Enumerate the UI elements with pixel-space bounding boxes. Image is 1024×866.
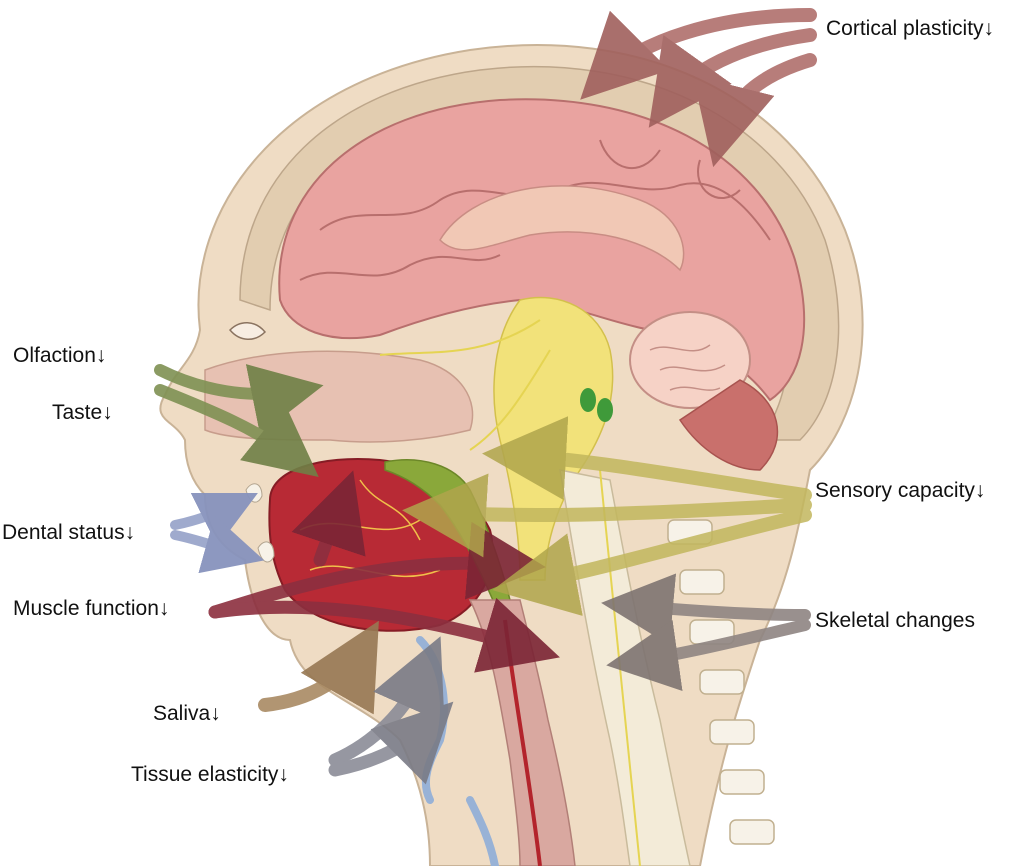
tissue-elasticity-arrows bbox=[328, 636, 454, 785]
corpus-callosum bbox=[439, 185, 685, 272]
saliva-arrow bbox=[258, 620, 379, 715]
label-taste: Taste↓ bbox=[52, 401, 113, 424]
label-cortical-plasticity: Cortical plasticity↓ bbox=[826, 17, 995, 40]
label-olfaction: Olfaction↓ bbox=[13, 344, 107, 367]
label-skeletal-changes: Skeletal changes bbox=[815, 609, 975, 632]
skeletal-changes-arrows bbox=[601, 573, 811, 691]
label-sensory-capacity: Sensory capacity↓ bbox=[815, 479, 986, 502]
sensory-capacity-arrows bbox=[402, 416, 812, 616]
eye bbox=[228, 322, 267, 340]
olfaction-taste-arrows bbox=[154, 364, 324, 477]
label-saliva: Saliva↓ bbox=[153, 702, 221, 725]
muscle-function-arrows bbox=[208, 470, 560, 673]
label-dental-status: Dental status↓ bbox=[2, 521, 136, 544]
cortical-plasticity-arrows bbox=[580, 8, 817, 168]
vertebrae bbox=[667, 519, 775, 845]
label-tissue-elasticity: Tissue elasticity↓ bbox=[131, 763, 289, 786]
label-muscle-function: Muscle function↓ bbox=[13, 597, 170, 620]
cerebellum bbox=[629, 311, 751, 409]
dental-status-arrows bbox=[170, 493, 265, 574]
